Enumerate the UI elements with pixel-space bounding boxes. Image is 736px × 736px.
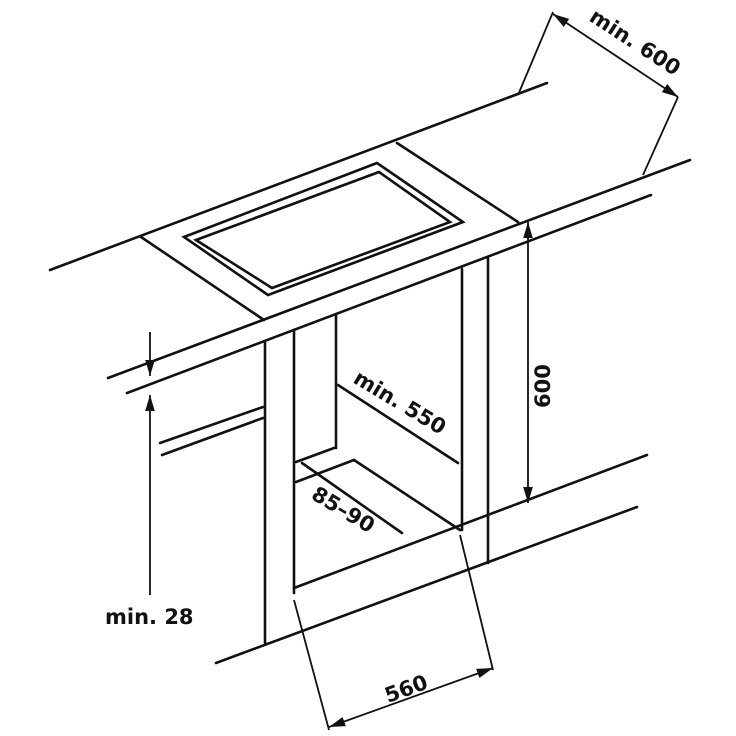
gap-label: 85–90 bbox=[307, 482, 378, 538]
shelf-side-edge bbox=[352, 458, 462, 532]
shelf-back bbox=[294, 446, 336, 464]
adjacent-cabinet-top bbox=[158, 405, 265, 445]
cabinet-height-label: 600 bbox=[531, 364, 555, 408]
shelf-front bbox=[294, 458, 356, 484]
gap-dimension-line bbox=[300, 461, 404, 535]
hob-outer-frame bbox=[181, 161, 466, 297]
cabinet-width-label: 560 bbox=[382, 670, 431, 708]
countertop-front-top-edge bbox=[106, 158, 692, 380]
hob bbox=[181, 161, 466, 297]
hob-inner-frame bbox=[193, 170, 453, 290]
countertop-front-bottom-edge bbox=[125, 193, 653, 395]
countertop-min-label: min. 28 bbox=[105, 605, 194, 629]
cabinet bbox=[158, 256, 490, 645]
dimension-height: 600 bbox=[523, 222, 555, 503]
dimension-countertop: min. 28 bbox=[105, 332, 194, 629]
cabinet-side-edge bbox=[336, 383, 460, 465]
dimension-width: 560 bbox=[293, 534, 494, 731]
adjacent-cabinet-lower bbox=[160, 416, 265, 457]
cutout-right-divider bbox=[395, 141, 520, 224]
floor-line-upper bbox=[292, 453, 649, 590]
countertop-back-edge bbox=[48, 81, 549, 272]
floor-line-lower bbox=[214, 505, 639, 665]
cutout-left-divider bbox=[139, 235, 266, 322]
floor bbox=[214, 453, 649, 665]
countertop bbox=[48, 81, 692, 395]
dimension-depth: min. 600 bbox=[517, 4, 685, 176]
